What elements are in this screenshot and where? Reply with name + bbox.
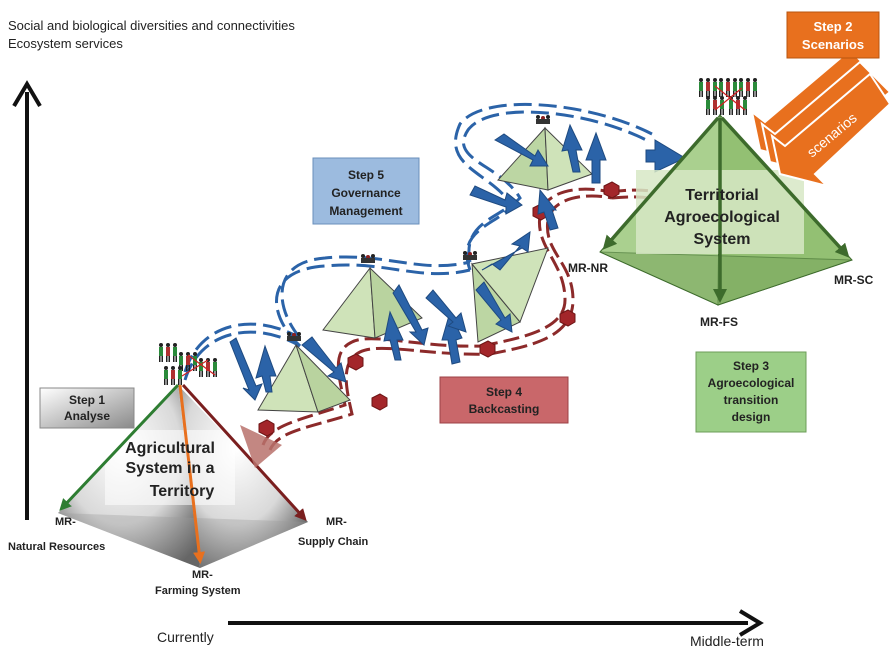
stakeholders-icon <box>463 251 477 260</box>
stakeholders-icon <box>739 78 757 97</box>
step-2-subtitle: Scenarios <box>802 37 864 52</box>
x-axis-label-start: Currently <box>157 629 214 645</box>
step-3-line-4: design <box>732 410 771 424</box>
step-5-line-3: Management <box>329 204 402 218</box>
header-line-2: Ecosystem services <box>8 36 123 51</box>
step-2-box: Step 2 Scenarios <box>786 11 880 59</box>
stakeholder-link <box>181 359 209 377</box>
transition-pyramid-1 <box>257 343 351 413</box>
mr-nr-line-1: MR- <box>55 516 76 528</box>
mr-sc-line-1: MR- <box>326 516 347 528</box>
mr-fs-label: MR-FS <box>700 315 738 329</box>
agri-label-2: System in a <box>126 460 215 477</box>
scenario-arrows <box>750 48 890 188</box>
stakeholder-link <box>714 87 743 111</box>
stakeholders-icon <box>164 366 182 385</box>
step-4-box: Step 4 Backcasting <box>439 376 569 424</box>
step-5-line-2: Governance <box>331 186 401 200</box>
mr-nr-line-2: Natural Resources <box>8 541 105 553</box>
step-5-box: Step 5 Governance Management <box>312 157 420 225</box>
step-5-title: Step 5 <box>348 168 384 182</box>
stakeholders-icon <box>361 254 375 263</box>
x-axis-arrowhead <box>738 609 764 637</box>
stakeholders-icon <box>287 332 301 341</box>
blue-governance-path <box>183 102 653 381</box>
header-line-1: Social and biological diversities and co… <box>8 18 295 33</box>
step-3-line-3: transition <box>724 393 779 407</box>
stakeholders-icon <box>159 343 177 362</box>
x-axis-label-end: Middle-term <box>690 633 764 648</box>
mr-sc-line-2: Supply Chain <box>298 536 369 548</box>
step-1-title: Step 1 <box>69 393 105 407</box>
agri-label-1: Agricultural <box>125 440 215 457</box>
mr-sc-label: MR-SC <box>834 273 874 287</box>
territorial-label-2: Agroecological <box>664 209 780 226</box>
step-3-line-2: Agroecological <box>708 376 795 390</box>
backcasting-arrow-head <box>240 425 282 468</box>
stakeholders-icon <box>536 115 550 124</box>
step-4-subtitle: Backcasting <box>469 402 540 416</box>
step-1-subtitle: Analyse <box>64 409 110 423</box>
agricultural-system-pyramid <box>58 383 308 568</box>
step-3-title: Step 3 <box>733 359 769 373</box>
territorial-arrows <box>602 116 850 303</box>
step-3-box: Step 3 Agroecological transition design <box>695 351 807 433</box>
agri-label-3: Territory <box>150 483 215 500</box>
step-1-box: Step 1 Analyse <box>39 387 135 429</box>
territorial-label-3: System <box>694 231 751 248</box>
stakeholders-icon <box>699 78 717 97</box>
mr-fs-line-1: MR- <box>192 569 213 581</box>
mr-nr-label: MR-NR <box>568 261 608 275</box>
step-2-title: Step 2 <box>813 19 852 34</box>
mr-fs-line-2: Farming System <box>155 585 241 597</box>
stakeholder-link <box>187 354 216 376</box>
territorial-label-1: Territorial <box>685 187 759 204</box>
step-4-title: Step 4 <box>486 385 522 399</box>
blue-feedback-arrows <box>229 123 687 401</box>
y-axis-arrowhead <box>12 80 42 108</box>
